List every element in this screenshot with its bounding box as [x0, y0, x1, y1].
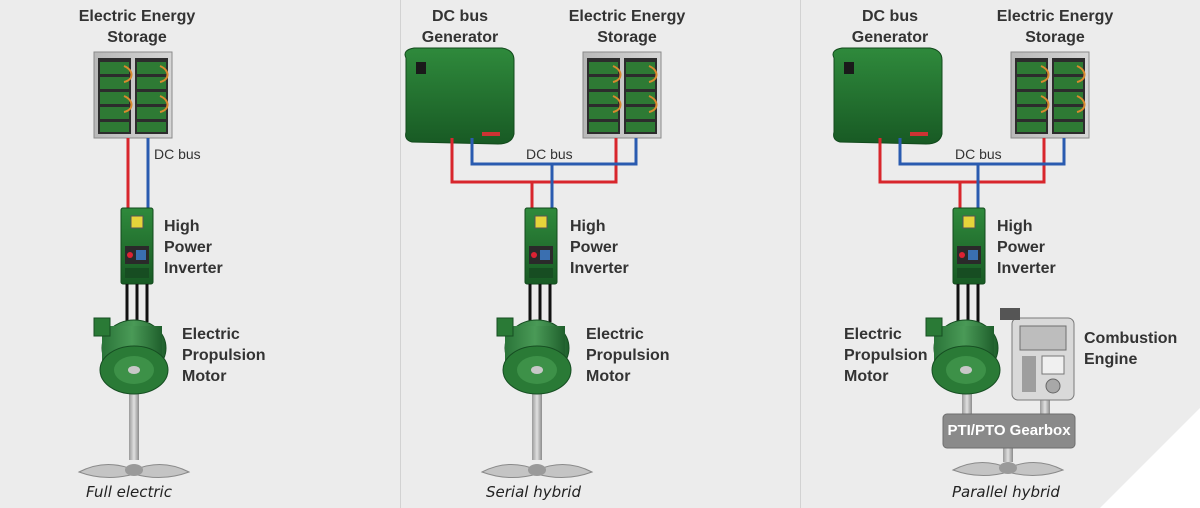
generator-3 [832, 47, 943, 145]
storage-cabinet-3 [1010, 51, 1090, 139]
dc-bus-label-3: DC bus [955, 146, 1002, 162]
combustion-engine [1000, 308, 1075, 401]
dc-bus-wires-3 [878, 138, 1066, 210]
caption-serial-hybrid: Serial hybrid [486, 483, 581, 501]
storage-cabinet-2 [582, 51, 662, 139]
dc-bus-wires-1 [126, 138, 150, 210]
caption-full-electric: Full electric [86, 483, 172, 501]
motor-3 [925, 317, 1001, 395]
gearbox [942, 413, 1076, 449]
storage-cabinet-1 [93, 51, 173, 139]
dc-bus-label-1: DC bus [154, 146, 201, 162]
dc-bus-label-2: DC bus [526, 146, 573, 162]
gearbox-label: PTI/PTO Gearbox [947, 422, 1071, 439]
inverter-2 [524, 207, 558, 285]
motor-1 [93, 317, 169, 395]
inverter-1 [120, 207, 154, 285]
motor-2 [496, 317, 572, 395]
propeller-2 [481, 379, 593, 479]
panel-divider [800, 0, 801, 508]
motor-cables-3 [956, 284, 980, 322]
shafts-3 [962, 380, 1050, 462]
panel-divider [400, 0, 401, 508]
corner-decoration [1100, 408, 1200, 508]
generator-2 [404, 47, 515, 145]
inverter-3 [952, 207, 986, 285]
caption-parallel-hybrid: Parallel hybrid [952, 483, 1060, 501]
propeller-3 [951, 462, 1065, 476]
motor-cables-2 [528, 284, 552, 322]
propeller-1 [78, 379, 190, 479]
motor-cables-1 [125, 284, 149, 322]
dc-bus-wires-2 [450, 138, 638, 210]
